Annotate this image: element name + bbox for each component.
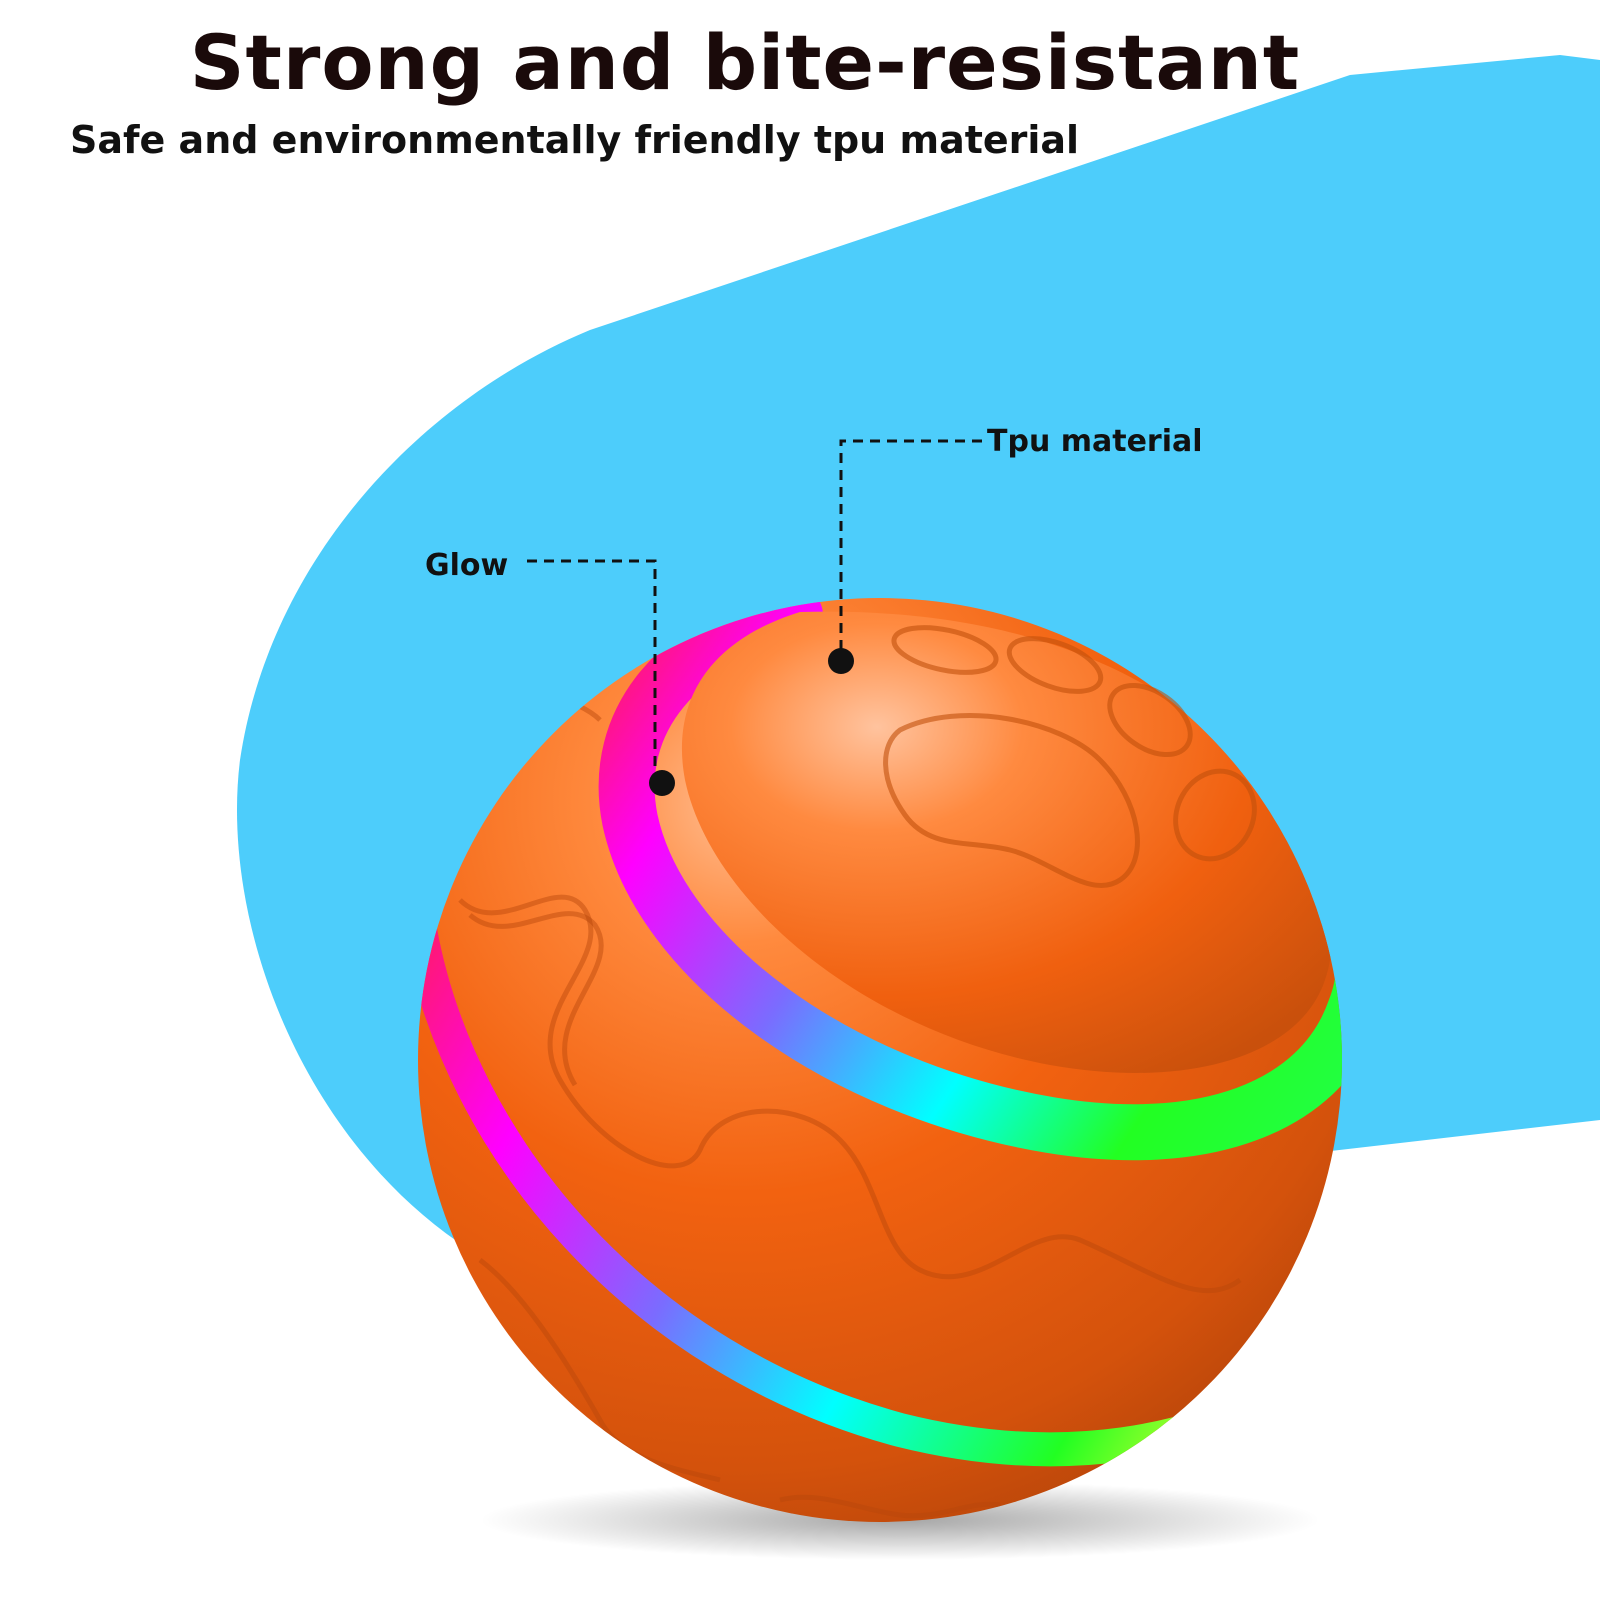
- paw-print-icon: [883, 625, 1257, 888]
- upper-glow-band: [598, 598, 1342, 1161]
- tpu-leader-line: [828, 439, 982, 674]
- glow-callout-label: Glow: [425, 548, 509, 583]
- glow-marker-dot: [649, 770, 675, 796]
- page-title: Strong and bite-resistant: [189, 18, 1301, 107]
- top-cap: [681, 611, 1333, 1074]
- glow-leader-line: [527, 559, 675, 796]
- tpu-marker-dot: [828, 648, 854, 674]
- ball: [418, 598, 1342, 1522]
- page-subtitle: Safe and environmentally friendly tpu ma…: [70, 118, 1080, 162]
- tpu-callout-label: Tpu material: [987, 424, 1203, 459]
